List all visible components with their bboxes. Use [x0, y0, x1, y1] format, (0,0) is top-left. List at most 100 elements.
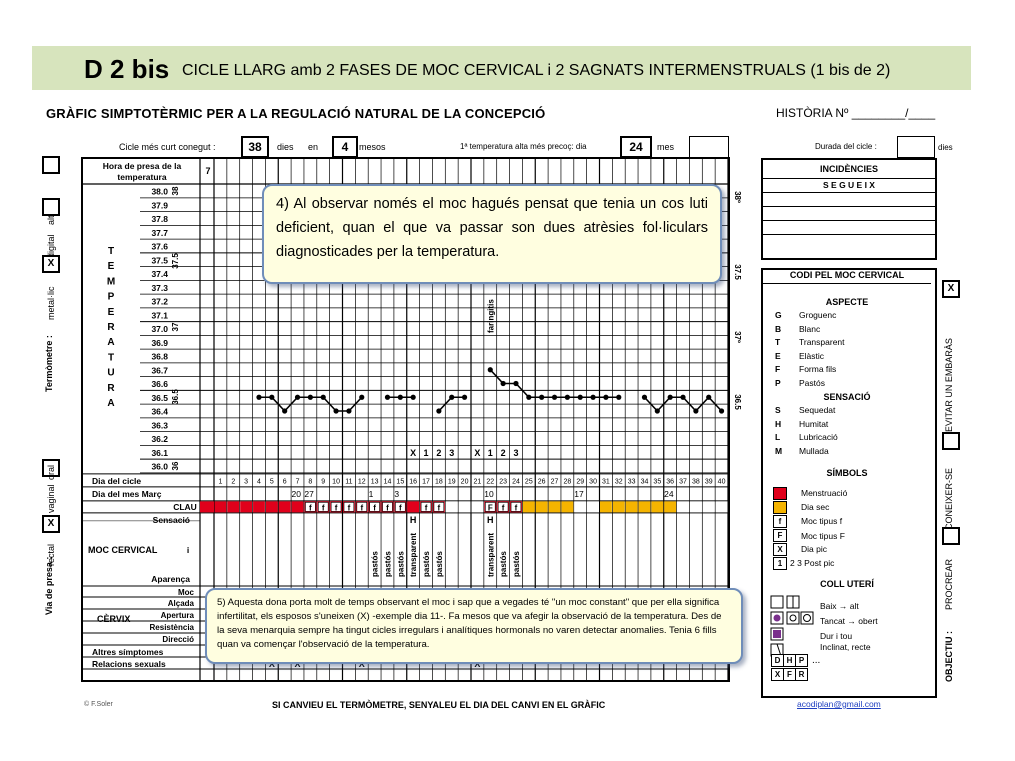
cycle-day-number: 16 [409, 478, 417, 485]
thermometer-digital-checkbox[interactable] [42, 198, 60, 216]
clau-cell [561, 501, 574, 513]
aspecte-item-value: Groguenc [799, 310, 837, 320]
cycle-day-number: 36 [666, 478, 674, 485]
temp-tick-label: 36.7 [151, 365, 168, 375]
cycle-day-number: 7 [296, 478, 300, 485]
row-label-dia-mes: Dia del mes Març [92, 489, 162, 499]
temperature-point [654, 408, 660, 414]
cycle-day-number: 4 [257, 478, 261, 485]
temperatura-letter: A [107, 337, 114, 348]
clau-cell [651, 501, 664, 513]
temperatura-letter: M [107, 276, 115, 287]
dia-pic-symbol: X [773, 543, 787, 556]
temperatura-letter: E [108, 307, 115, 318]
incidencies-row[interactable] [763, 235, 935, 248]
temp-tick-label: 36.6 [151, 379, 168, 389]
coll-item-4: Inclinat, recte [820, 642, 871, 652]
cycle-day-number: 15 [396, 478, 404, 485]
temp-side-mark: 37.5 [171, 253, 180, 269]
sensacio-item-key: H [775, 418, 782, 429]
relacions-x-mark: X [474, 659, 480, 669]
temp-right-mark: 36.5 [733, 394, 742, 410]
evitar-embaras-checkbox[interactable]: X [942, 280, 960, 298]
coll-ellipsis: ... [812, 655, 821, 666]
temp-right-mark: 37º [733, 331, 742, 343]
clau-cell [689, 501, 702, 513]
temp-tick-label: 36.1 [151, 448, 168, 458]
cycle-day-number: 18 [435, 478, 443, 485]
cycle-day-number: 32 [615, 478, 623, 485]
row-label-relacions: Relacions sexuals [92, 659, 166, 669]
banner-title: D 2 bis [84, 54, 170, 84]
row-label-dia-cicle: Dia del cicle [92, 476, 141, 486]
temp-tick-label: 37.8 [151, 214, 168, 224]
cycle-day-number: 33 [628, 478, 636, 485]
temperatura-letter: T [108, 352, 114, 363]
duration-box[interactable] [897, 136, 935, 158]
month-day-label: 1 [369, 489, 374, 499]
incidencies-first-row[interactable]: S E G U E I X [763, 179, 935, 193]
coll-uteri-diagram [770, 595, 814, 657]
clau-f-mark: f [386, 503, 389, 512]
month-day-label: 27 [304, 489, 314, 499]
menstruacio-swatch [773, 487, 787, 500]
aparenca-word: pastós [422, 551, 431, 577]
post-pic-label: 2 3 Post pic [790, 558, 835, 568]
dia-pic-label: Dia pic [801, 544, 827, 554]
month-day-label: 3 [394, 489, 399, 499]
historia-field[interactable]: HISTÒRIA Nº ________/____ [776, 106, 936, 120]
note-5-callout: 5) Aquesta dona porta molt de temps obse… [205, 588, 743, 664]
aspecte-item-value: Elàstic [799, 350, 825, 361]
aspecte-item-value: Blanc [799, 323, 821, 334]
via-rectal-checkbox[interactable]: X [42, 515, 60, 533]
temperature-point [282, 408, 288, 414]
temperature-point [680, 394, 686, 400]
coneixer-se-checkbox[interactable] [942, 432, 960, 450]
temperature-point [590, 394, 596, 400]
clau-cell [548, 501, 561, 513]
temperatura-letter: P [108, 292, 115, 303]
cycle-day-number: 3 [244, 478, 248, 485]
email-link[interactable]: acodiplan@gmail.com [797, 699, 881, 709]
temperature-point [333, 408, 339, 414]
temperature-point [359, 394, 365, 400]
incidencies-row[interactable] [763, 221, 935, 235]
aparenca-word: pastós [383, 551, 392, 577]
temperature-point [346, 408, 352, 414]
post-pic-mark: 2 [436, 448, 441, 458]
aparenca-word: pastós [396, 551, 405, 577]
clau-f-mark: f [502, 503, 505, 512]
sensacio-item-value: Sequedat [799, 405, 836, 415]
cycle-day-number: 8 [308, 478, 312, 485]
clau-f-mark-box [369, 502, 380, 512]
cycle-day-number: 24 [512, 478, 520, 485]
cycle-day-number: 10 [332, 478, 340, 485]
cycle-months-label: mesos [359, 142, 386, 152]
row-label-cervix-item: Direcció [162, 635, 194, 644]
hora-label-2: temperatura [117, 172, 166, 182]
note-4-callout: 4) Al observar només el moc hagués pensa… [262, 184, 722, 284]
temperature-point [539, 394, 545, 400]
aspecte-item-value: Transparent [799, 337, 845, 347]
temperatura-letter: U [107, 368, 114, 379]
temperature-point [269, 394, 275, 400]
menstruacio-label: Menstruació [801, 488, 848, 498]
incidencies-row[interactable] [763, 207, 935, 221]
thermometer-metal-checkbox[interactable]: X [42, 255, 60, 273]
cycle-day-number: 25 [525, 478, 533, 485]
sensacio-item-value: Lubricació [799, 432, 838, 442]
post-pic-mark: 3 [449, 448, 454, 458]
post-pic-mark: 2 [501, 448, 506, 458]
incidencies-row[interactable] [763, 193, 935, 207]
via-oral-checkbox[interactable] [42, 459, 60, 477]
procrear-checkbox[interactable] [942, 527, 960, 545]
clau-cell [664, 501, 677, 513]
temperature-point [564, 394, 570, 400]
coll-heading: COLL UTERÍ [820, 579, 874, 589]
coneixer-se-label: CONEIXER-SE [944, 467, 954, 530]
thermometer-other-checkbox[interactable] [42, 156, 60, 174]
clau-cell [677, 501, 689, 513]
